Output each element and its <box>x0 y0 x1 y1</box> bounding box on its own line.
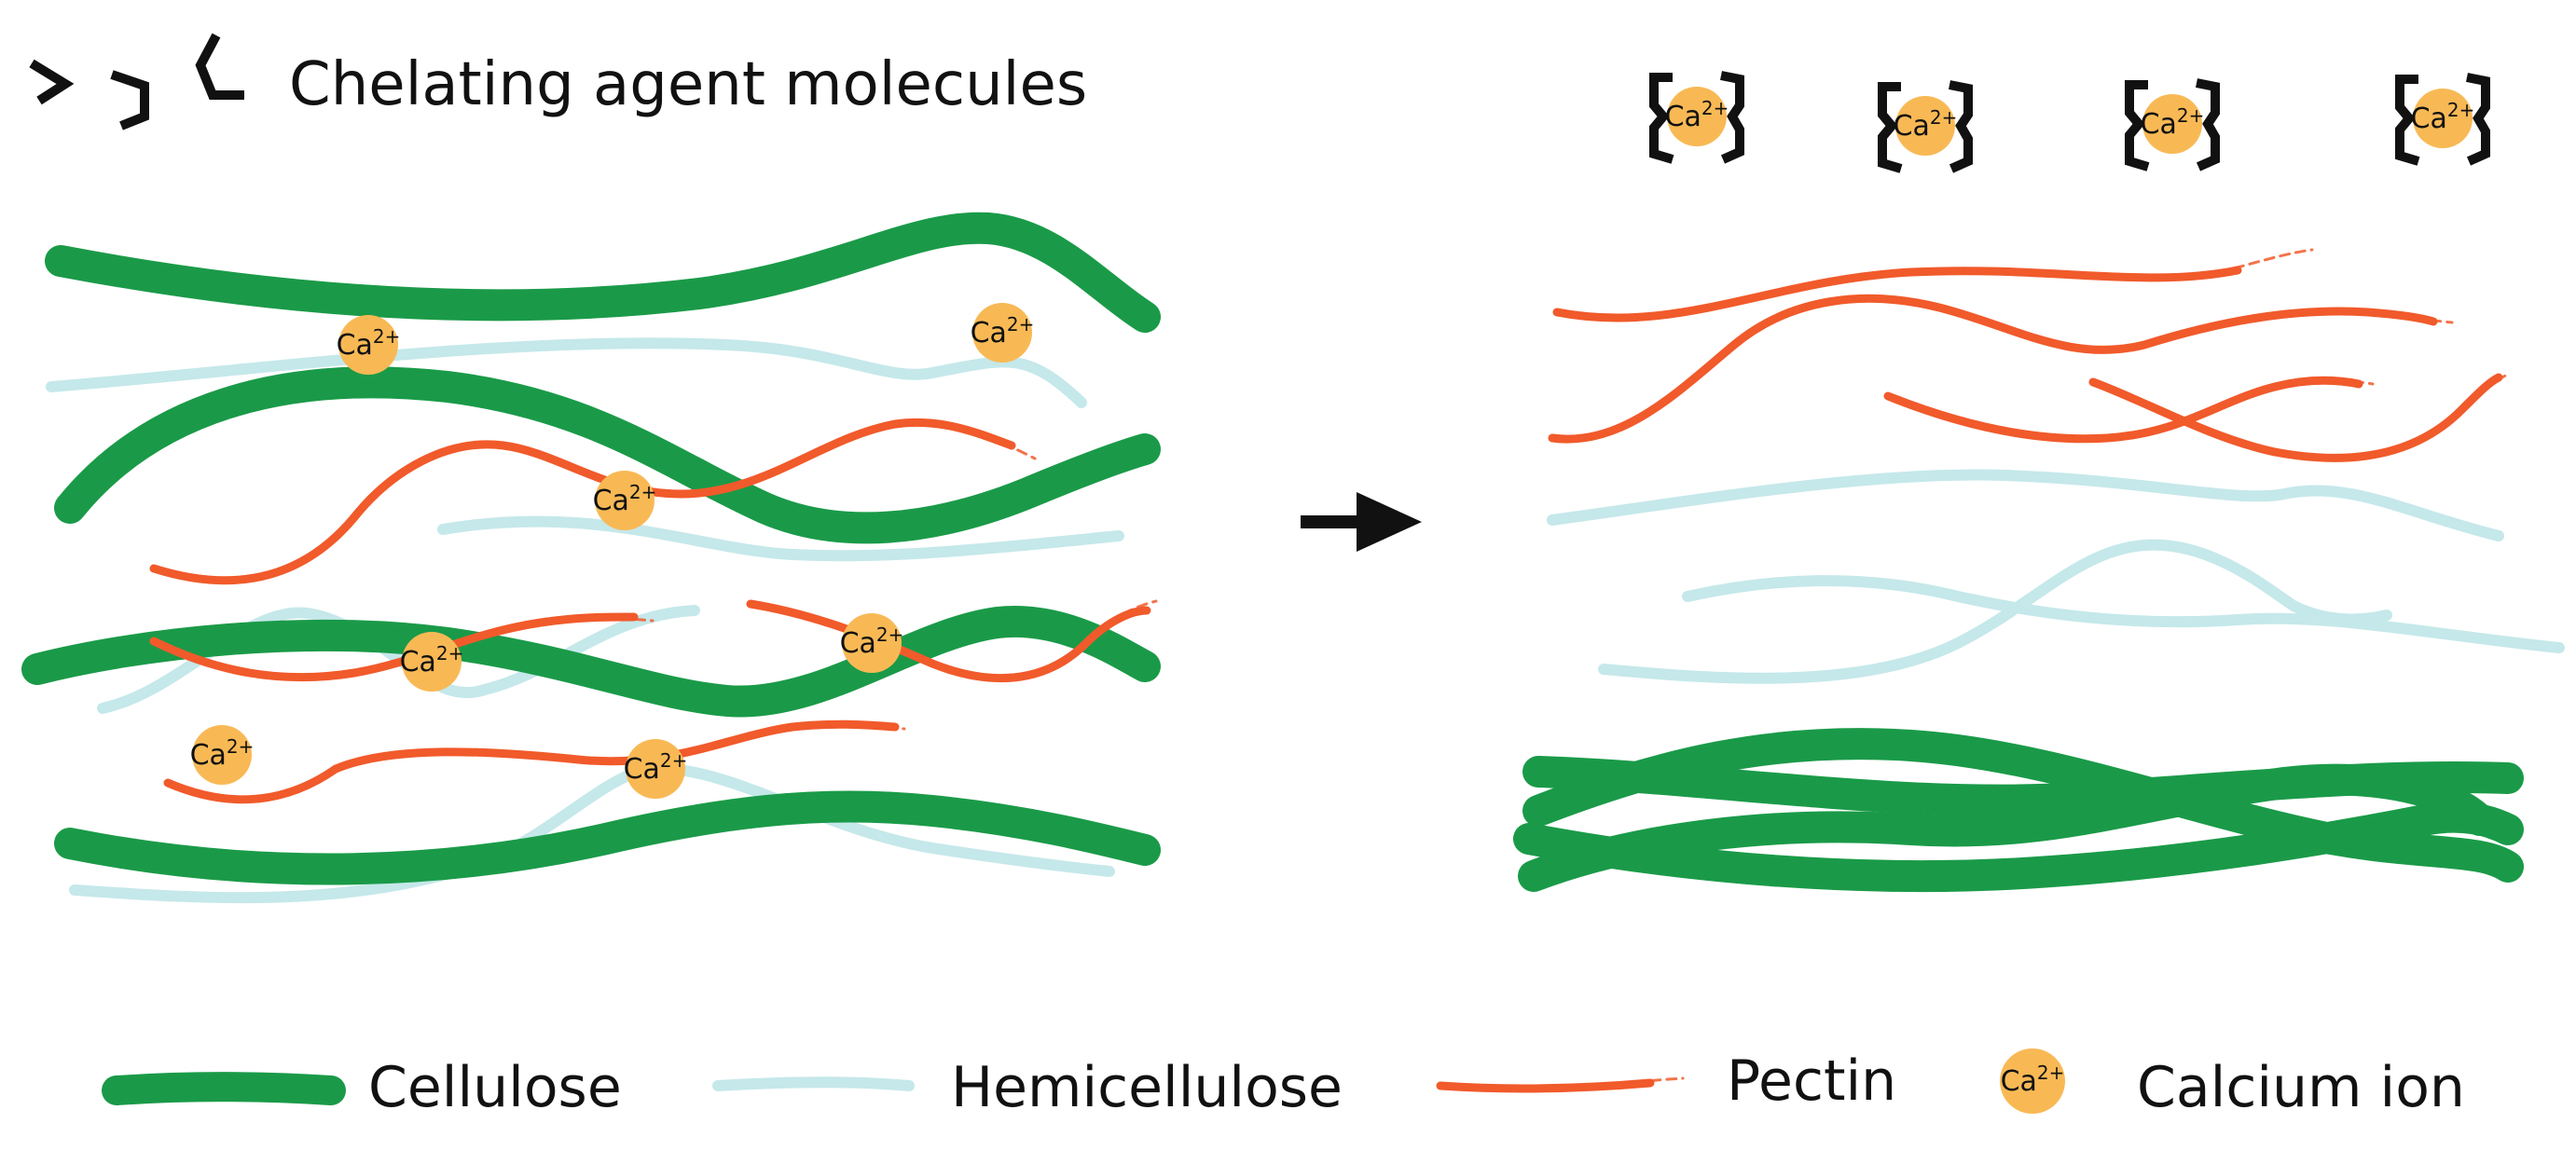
pectin-strand <box>163 719 900 804</box>
chelator-bracket-icon <box>110 70 149 130</box>
pectin-frayed-end <box>2273 378 2375 389</box>
legend-item-calcium-ion: Ca2+ Calcium ion <box>2000 1048 2465 1120</box>
pectin-strand <box>1883 376 2363 444</box>
svg-text:Ca2+: Ca2+ <box>2141 104 2205 141</box>
calcium-ion: Ca2+ <box>337 315 401 375</box>
calcium-ion: Ca2+ <box>624 739 688 799</box>
chelator-bracket-icon <box>1649 73 1674 164</box>
chelator-bracket-icon <box>1878 82 1903 173</box>
pectin-strand <box>2088 373 2503 462</box>
calcium-ion: Ca2+ <box>400 632 464 692</box>
legend-item-hemicellulose: Hemicellulose <box>712 1055 1343 1120</box>
hemicellulose-strand <box>1598 539 2392 684</box>
right-arrow-icon <box>1301 492 1422 552</box>
legend-item-pectin: Pectin <box>1436 1048 1896 1114</box>
pectin-frayed-end <box>539 616 654 626</box>
chelator-bracket-icon <box>1949 80 1973 173</box>
calcium-ion: Ca2+ <box>971 303 1035 363</box>
cellulose-fiber <box>1518 763 2496 892</box>
hemicellulose-strand <box>1547 469 2504 541</box>
svg-text:Ca2+: Ca2+ <box>190 735 255 772</box>
chelator-bracket-icon <box>2466 73 2490 166</box>
svg-text:Ca2+: Ca2+ <box>971 313 1035 349</box>
pectin-strand <box>149 418 1016 585</box>
svg-text:Ca2+: Ca2+ <box>2001 1062 2065 1098</box>
cellulose-fiber <box>54 366 1161 544</box>
cellulose-fiber <box>1513 801 2524 893</box>
legend-label-pectin: Pectin <box>1727 1048 1896 1114</box>
chelated-calcium-ion: Ca2+ <box>1878 80 1973 173</box>
pectin-frayed-end <box>1084 599 1158 645</box>
calcium-ion: Ca2+ <box>190 725 255 785</box>
legend-swatch-hemicellulose <box>712 1076 915 1091</box>
calcium-ion: Ca2+ <box>840 613 904 673</box>
pectin-frayed-end <box>2459 373 2510 414</box>
svg-text:Ca2+: Ca2+ <box>2411 99 2475 135</box>
cellulose-fiber <box>21 605 1161 718</box>
pectin-frayed-end <box>893 423 1037 460</box>
svg-text:Ca2+: Ca2+ <box>840 623 904 660</box>
chelator-bracket-icon <box>1720 71 1744 164</box>
pectin-strand <box>1548 294 2438 444</box>
svg-text:Ca2+: Ca2+ <box>337 325 401 362</box>
legend-label-cellulose: Cellulose <box>368 1055 622 1120</box>
legend-item-cellulose: Cellulose <box>102 1055 622 1120</box>
pectin-strand <box>746 599 1151 683</box>
legend-swatch-pectin <box>1436 1078 1655 1093</box>
pectin-frayed-end <box>2366 312 2454 324</box>
chelator-bracket-icon <box>2125 80 2150 171</box>
chelator-bracket-icon <box>2395 75 2420 166</box>
cellulose-fiber <box>45 212 1161 333</box>
chelator-bracket-icon <box>29 59 75 105</box>
left-panel-intact-wall: Ca2+ Ca2+ Ca2+ Ca2+ Ca2+ Ca2+ Ca2+ <box>21 212 1161 904</box>
chelated-calcium-ion: Ca2+ <box>2395 73 2490 166</box>
calcium-ion: Ca2+ <box>593 471 657 530</box>
chelated-calcium-ion: Ca2+ <box>2125 78 2220 171</box>
chelator-bracket-icon <box>195 33 244 100</box>
pectin-frayed-end <box>2217 248 2314 274</box>
cellulose-fiber <box>1522 728 2524 883</box>
legend-label-calcium-ion: Calcium ion <box>2137 1055 2465 1120</box>
right-panel-separated-wall <box>1513 248 2565 893</box>
chelated-calcium-ion: Ca2+ <box>1649 71 1744 164</box>
chelated-calcium-complexes: Ca2+ Ca2+ Ca2+ Ca2+ <box>1649 71 2490 173</box>
pectin-strand <box>1552 266 2242 322</box>
chelator-bracket-icon <box>2196 78 2220 171</box>
cellulose-fiber <box>54 790 1161 885</box>
legend-swatch-cellulose <box>102 1072 346 1105</box>
hemicellulose-strand <box>1682 575 2565 653</box>
hemicellulose-strand <box>46 337 1087 408</box>
svg-text:Ca2+: Ca2+ <box>1894 106 1958 143</box>
svg-text:Ca2+: Ca2+ <box>400 642 464 678</box>
chelating-agent-icons <box>29 33 244 130</box>
svg-text:Ca2+: Ca2+ <box>593 481 657 517</box>
legend-swatch-pectin-frayed <box>1602 1076 1685 1087</box>
svg-text:Ca2+: Ca2+ <box>624 749 688 786</box>
legend-swatch-calcium-ion: Ca2+ <box>2000 1048 2065 1114</box>
legend: Cellulose Hemicellulose Pectin Ca2+ Calc… <box>102 1048 2465 1120</box>
hemicellulose-strand <box>437 515 1124 562</box>
svg-text:Ca2+: Ca2+ <box>1665 97 1729 133</box>
chelating-agent-label: Chelating agent molecules <box>289 50 1087 119</box>
pectin-frayed-end <box>791 723 906 731</box>
legend-label-hemicellulose: Hemicellulose <box>951 1055 1343 1120</box>
